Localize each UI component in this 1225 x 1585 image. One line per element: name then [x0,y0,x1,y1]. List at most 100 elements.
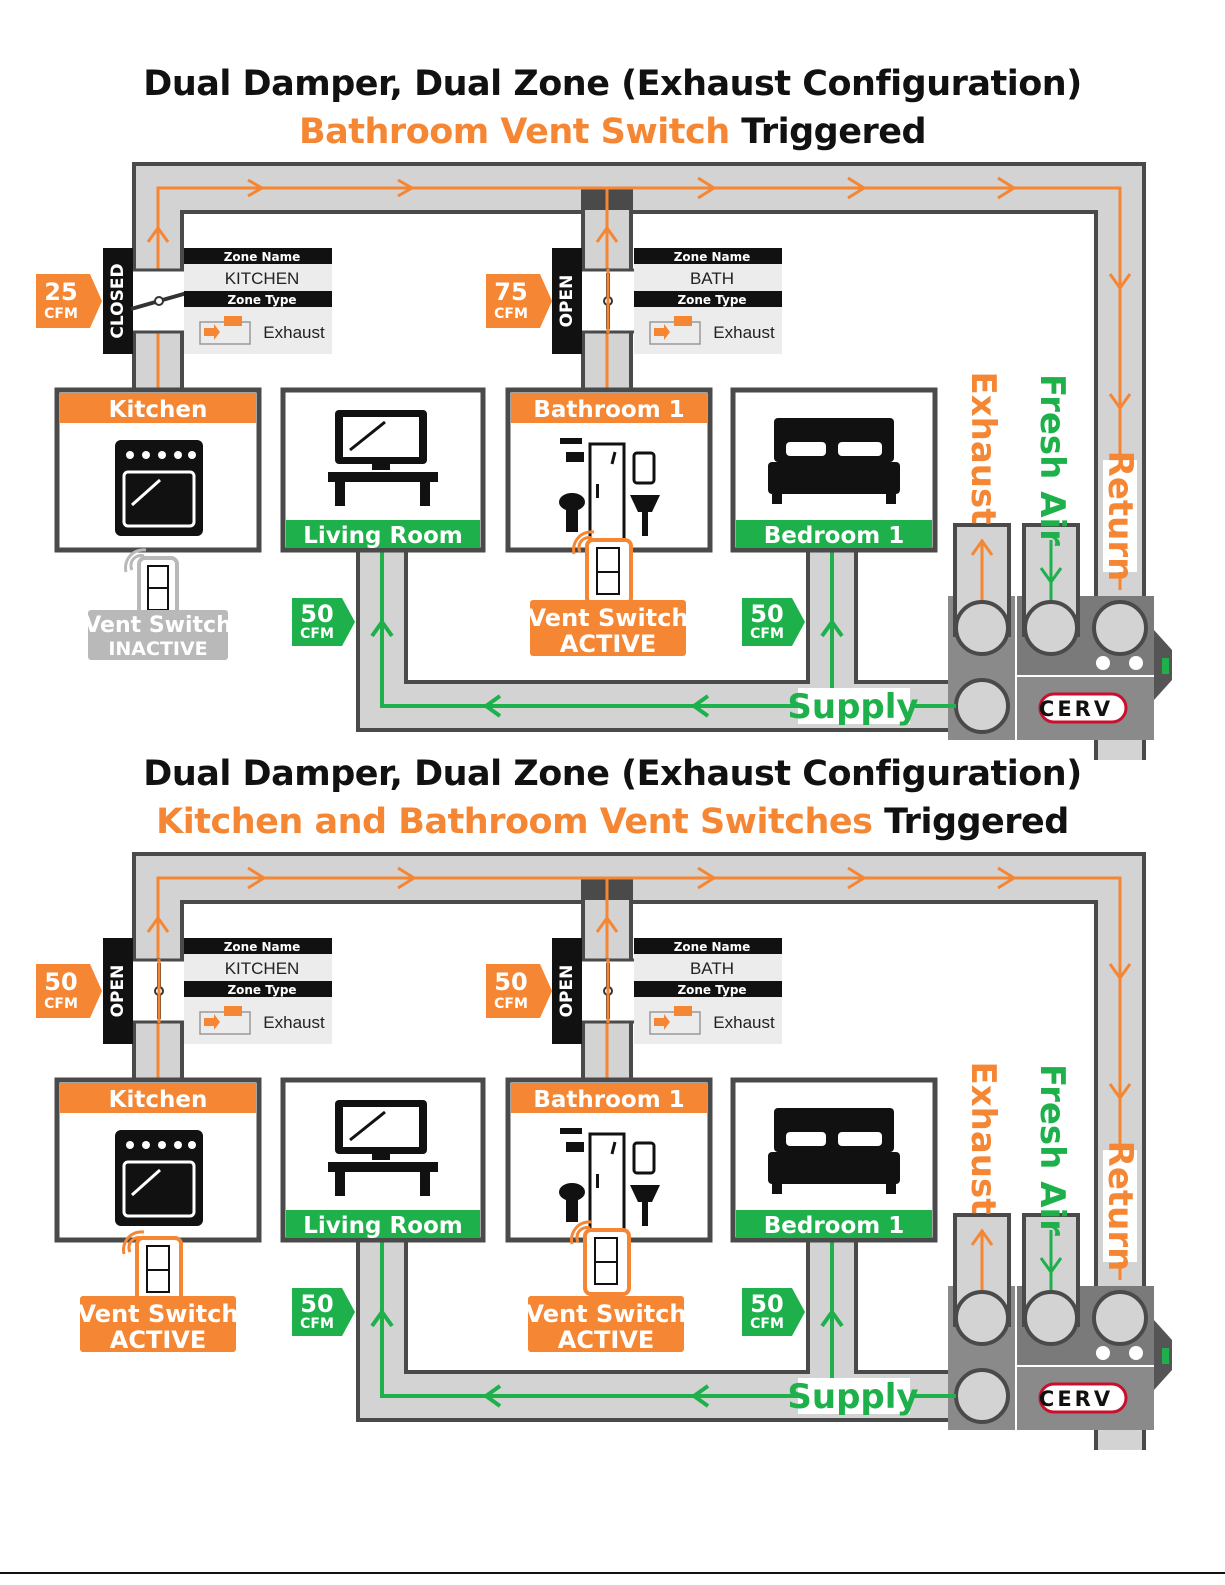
room-label-living-room: Living Room [303,1213,463,1239]
supply-cfm-living: 50 CFM [292,1288,355,1336]
zone-type-label: Zone Type [677,983,746,997]
room-bedroom: Bedroom 1 [730,1077,938,1243]
label-supply: Supply [787,687,918,727]
zone-name-kitchen: KITCHEN [225,269,300,288]
damper-cfm-bath: 50 [494,968,527,996]
zone-name-label: Zone Name [224,940,301,954]
diagram-2-title: Dual Damper, Dual Zone (Exhaust Configur… [143,754,1082,794]
supply-cfm-value: 50 [750,1290,783,1318]
diagram-2-subtitle: Kitchen and Bathroom Vent Switches Trigg… [0,802,1225,842]
label-return: Return [1100,1141,1140,1272]
bed-icon [768,418,900,504]
damper-bath: OPEN 50 CFM Zone Name BATH Zone Type Exh… [486,938,782,1044]
damper-cfm-kitchen: 25 [44,278,77,306]
cerv-brand: CERV [1039,697,1113,721]
bathroom-fixtures-icon [559,1128,660,1232]
tv-icon [328,410,438,506]
damper-blade-icon [130,291,188,311]
vent-switch-status: INACTIVE [108,638,207,660]
vent-switch-status: ACTIVE [558,1326,654,1354]
zone-type-bath: Exhaust [713,323,775,342]
zone-name-kitchen: KITCHEN [225,959,300,978]
supply-cfm-unit: CFM [750,626,784,642]
vent-switch-bathroom[interactable]: Vent Switch ACTIVE [528,530,689,658]
room-kitchen: Kitchen [54,1077,262,1243]
cerv-logo: CERV [1038,1382,1128,1414]
diagram-2-subtitle-rest: Triggered [872,802,1069,842]
supply-cfm-unit: CFM [300,1316,334,1332]
supply-cfm-unit: CFM [300,626,334,642]
cerv-brand: CERV [1039,1387,1113,1411]
damper-kitchen: OPEN 50 CFM Zone Name KITCHEN Zone Type … [36,938,332,1044]
label-exhaust: Exhaust [963,1062,1003,1215]
supply-cfm-value: 50 [300,600,333,628]
room-label-bathroom: Bathroom 1 [533,397,684,423]
vent-switch-kitchen[interactable]: Vent Switch INACTIVE [84,548,232,660]
label-fresh-air: Fresh Air [1032,1064,1072,1236]
supply-cfm-value: 50 [300,1290,333,1318]
vent-switch-status: ACTIVE [560,630,656,658]
vent-switch-label: Vent Switch [526,1300,687,1328]
room-label-living-room: Living Room [303,523,463,549]
signal-icon [572,530,595,555]
tv-icon [328,1100,438,1196]
exhaust-type-icon [199,1006,251,1035]
vent-switch-label: Vent Switch [78,1300,239,1328]
zone-name-bath: BATH [690,269,734,288]
damper-cfm-bath: 75 [494,278,527,306]
damper-cfm-unit-kitchen: CFM [44,996,78,1012]
vent-switch-status: ACTIVE [110,1326,206,1354]
supply-cfm-value: 50 [750,600,783,628]
damper-cfm-unit-kitchen: CFM [44,306,78,322]
supply-flow-line [370,1230,844,1408]
damper-cfm-kitchen: 50 [44,968,77,996]
damper-state-bath: OPEN [557,275,577,328]
damper-cfm-unit-bath: CFM [494,306,528,322]
oven-icon [115,1130,203,1226]
vent-switch-bathroom[interactable]: Vent Switch ACTIVE [526,1220,687,1354]
diagram-1-subtitle: Bathroom Vent Switch Triggered [0,112,1225,152]
diagram-1-svg: Kitchen Living Room Bathroom 1 [36,162,1172,760]
exhaust-type-icon [649,1006,701,1035]
zone-type-label: Zone Type [227,293,296,307]
label-return: Return [1100,451,1140,582]
damper-state-kitchen: CLOSED [108,263,128,338]
label-supply: Supply [787,1377,918,1417]
page-bottom-rule [0,1572,1225,1574]
signal-icon [124,548,147,573]
exhaust-type-icon [199,316,251,345]
supply-cfm-living: 50 CFM [292,598,355,646]
damper-blade-icon [603,269,613,333]
damper-blade-icon [603,959,613,1023]
supply-cfm-unit: CFM [750,1316,784,1332]
room-label-bathroom: Bathroom 1 [533,1087,684,1113]
damper-state-kitchen: OPEN [108,965,128,1018]
zone-type-bath: Exhaust [713,1013,775,1032]
damper-bath: OPEN 75 CFM Zone Name BATH Zone Type Exh… [486,248,782,354]
room-bathroom: Bathroom 1 [505,1077,713,1243]
room-bedroom: Bedroom 1 [730,387,938,553]
zone-type-label: Zone Type [677,293,746,307]
damper-blade-icon [154,959,164,1023]
room-label-bedroom: Bedroom 1 [764,1213,905,1239]
zone-type-kitchen: Exhaust [263,1013,325,1032]
zone-type-label: Zone Type [227,983,296,997]
oven-icon [115,440,203,536]
room-label-bedroom: Bedroom 1 [764,523,905,549]
label-exhaust: Exhaust [963,372,1003,525]
damper-kitchen: CLOSED 25 CFM Zone Name KITCHEN Zone Typ… [36,248,332,354]
zone-name-label: Zone Name [674,940,751,954]
bed-icon [768,1108,900,1194]
room-kitchen: Kitchen [54,387,262,553]
diagram-1-subtitle-highlight: Bathroom Vent Switch [298,112,730,152]
diagram-1-subtitle-rest: Triggered [729,112,926,152]
cerv-unit: CERV [948,1213,1172,1430]
supply-cfm-bedroom: 50 CFM [742,1288,805,1336]
damper-state-bath: OPEN [557,965,577,1018]
diagram-2-svg: Kitchen Living Room Bathroom 1 [36,852,1172,1450]
vent-switch-kitchen[interactable]: Vent Switch ACTIVE [78,1230,239,1354]
zone-type-kitchen: Exhaust [263,323,325,342]
supply-cfm-bedroom: 50 CFM [742,598,805,646]
label-fresh-air: Fresh Air [1032,374,1072,546]
zone-name-bath: BATH [690,959,734,978]
